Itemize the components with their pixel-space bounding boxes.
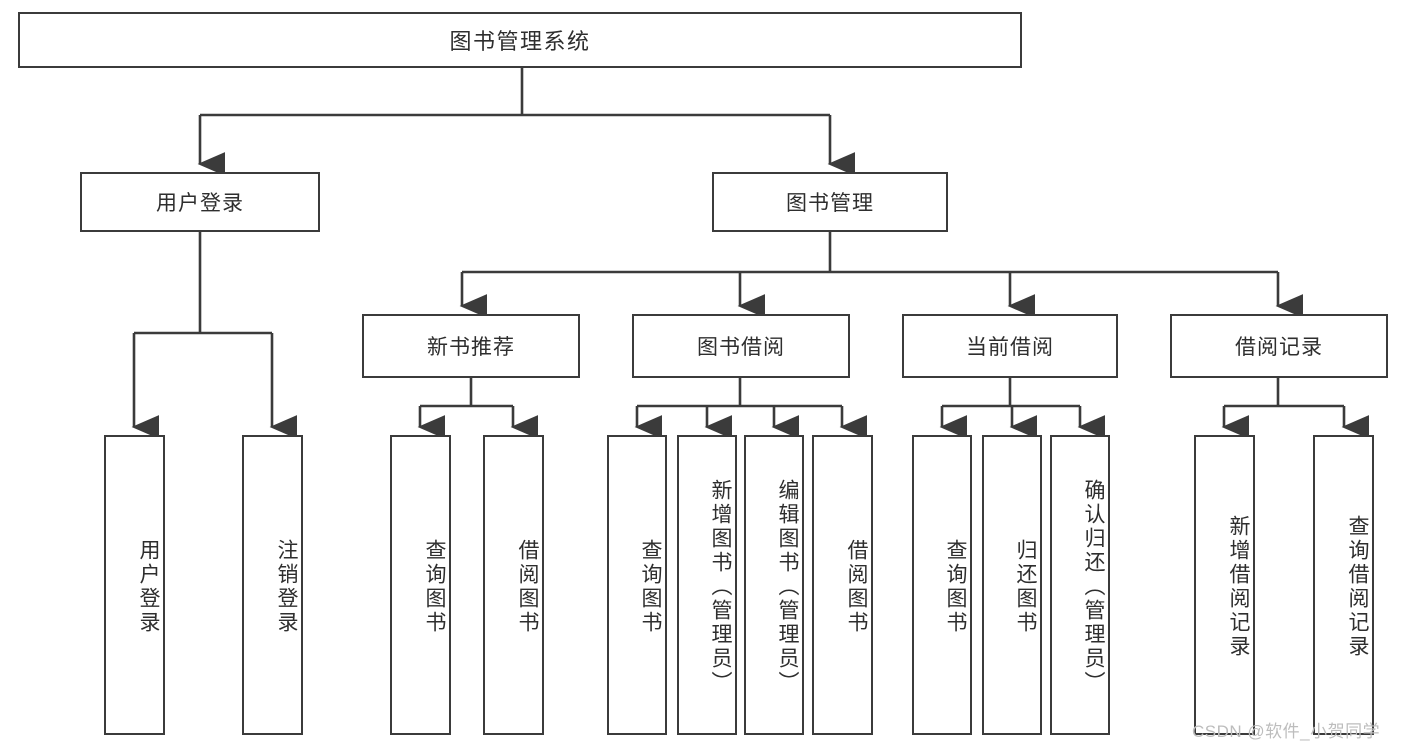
node-book-borrow[interactable]: 图书借阅	[632, 314, 850, 378]
node-label: 图书管理	[786, 192, 874, 215]
node-label: 编辑图书（管理员）	[776, 479, 799, 695]
node-current-borrow[interactable]: 当前借阅	[902, 314, 1118, 378]
leaf-borrow-query-book[interactable]: 查询图书	[607, 435, 667, 735]
node-label: 查询图书	[423, 539, 446, 635]
leaf-current-confirm-return-admin[interactable]: 确认归还（管理员）	[1050, 435, 1110, 735]
node-label: 图书管理系统	[449, 29, 591, 54]
node-label: 新增图书（管理员）	[709, 479, 732, 695]
node-label: 新增借阅记录	[1227, 515, 1250, 659]
node-label: 借阅记录	[1235, 336, 1323, 359]
node-label: 用户登录	[137, 539, 160, 635]
leaf-user-login-logout[interactable]: 注销登录	[242, 435, 303, 735]
node-label: 借阅图书	[845, 539, 868, 635]
node-label: 查询图书	[944, 539, 967, 635]
leaf-borrow-add-book-admin[interactable]: 新增图书（管理员）	[677, 435, 737, 735]
node-label: 新书推荐	[427, 336, 515, 359]
leaf-recommend-borrow-book[interactable]: 借阅图书	[483, 435, 544, 735]
leaf-current-return-book[interactable]: 归还图书	[982, 435, 1042, 735]
node-borrow-record[interactable]: 借阅记录	[1170, 314, 1388, 378]
leaf-user-login-login[interactable]: 用户登录	[104, 435, 165, 735]
leaf-recommend-query-book[interactable]: 查询图书	[390, 435, 451, 735]
node-root-system[interactable]: 图书管理系统	[18, 12, 1022, 68]
node-label: 确认归还（管理员）	[1082, 479, 1105, 695]
leaf-borrow-borrow-book[interactable]: 借阅图书	[812, 435, 873, 735]
leaf-borrow-edit-book-admin[interactable]: 编辑图书（管理员）	[744, 435, 804, 735]
leaf-record-add-record[interactable]: 新增借阅记录	[1194, 435, 1255, 735]
leaf-record-query-record[interactable]: 查询借阅记录	[1313, 435, 1374, 735]
node-new-book-recommend[interactable]: 新书推荐	[362, 314, 580, 378]
node-label: 借阅图书	[516, 539, 539, 635]
node-book-management[interactable]: 图书管理	[712, 172, 948, 232]
node-label: 查询图书	[639, 539, 662, 635]
node-label: 注销登录	[275, 539, 298, 635]
watermark-text: CSDN @软件_小贺同学	[1192, 722, 1381, 741]
node-label: 用户登录	[156, 192, 244, 215]
node-label: 图书借阅	[697, 336, 785, 359]
node-label: 当前借阅	[966, 336, 1054, 359]
node-label: 归还图书	[1014, 539, 1037, 635]
leaf-current-query-book[interactable]: 查询图书	[912, 435, 972, 735]
node-user-login[interactable]: 用户登录	[80, 172, 320, 232]
node-label: 查询借阅记录	[1346, 515, 1369, 659]
